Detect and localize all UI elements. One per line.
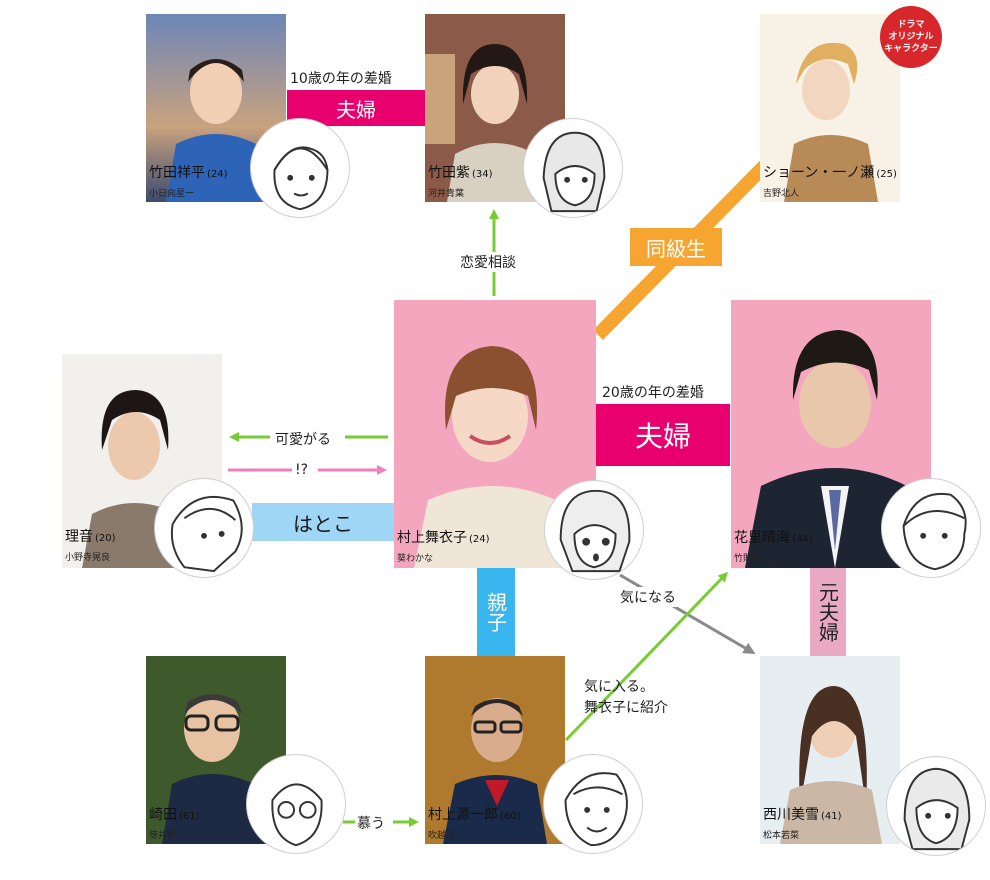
name-maiko: 村上舞衣子(24) <box>397 530 490 546</box>
name-miyuki: 西川美雪(41) <box>763 807 842 823</box>
actor-shawn: 吉野北人 <box>763 189 800 199</box>
main-couple-note: 20歳の年の差婚 <box>602 385 704 401</box>
drama-original-badge: ドラマオリジナルキャラクター <box>880 6 942 68</box>
card-sakita[interactable]: 崎田(61) 徳井優 <box>146 656 346 854</box>
name-rion: 理音(20) <box>65 529 116 545</box>
name-genichiro: 村上源一郎(60) <box>428 807 521 823</box>
photo-genichiro <box>425 656 565 844</box>
manga-sakita-icon <box>246 754 346 854</box>
hatoko-band: はとこ <box>252 503 394 541</box>
kiniiru-arrow <box>564 571 729 742</box>
actor-rion: 小野寺晃良 <box>65 553 111 563</box>
card-genichiro[interactable]: 村上源一郎(60) 吹越満 <box>425 656 643 854</box>
card-yukari[interactable]: 竹田紫(34) 河井青葉 <box>425 14 623 218</box>
card-maiko[interactable]: 村上舞衣子(24) 葵わかな <box>394 300 644 580</box>
manga-shohei-icon <box>250 118 350 218</box>
manga-harumi-icon <box>881 478 981 578</box>
oyako-band: 親子 <box>477 568 515 656</box>
actor-yukari: 河井青葉 <box>428 189 465 199</box>
actor-sakita: 徳井優 <box>149 831 177 841</box>
top-couple-band: 夫婦 <box>287 90 425 126</box>
manga-yukari-icon <box>523 118 623 218</box>
name-sakita: 崎田(61) <box>149 807 200 823</box>
manga-genichiro-icon <box>543 754 643 854</box>
actor-miyuki: 松本若菜 <box>763 831 800 841</box>
kiniiru-label-1: 気に入る。 <box>584 679 654 695</box>
card-shohei[interactable]: 竹田祥平(24) 小日向星一 <box>146 14 350 218</box>
card-miyuki[interactable]: 西川美雪(41) 松本若菜 <box>760 656 986 856</box>
question-label: !? <box>295 462 309 478</box>
photo-shawn <box>760 14 900 202</box>
kiniiru-label-2: 舞衣子に紹介 <box>584 700 668 716</box>
card-shawn[interactable]: ショーン・一ノ瀬(25) 吉野北人 <box>760 14 900 202</box>
consult-label: 恋愛相談 <box>458 252 518 272</box>
name-yukari: 竹田紫(34) <box>428 165 493 181</box>
name-shawn: ショーン・一ノ瀬(25) <box>763 165 897 181</box>
actor-genichiro: 吹越満 <box>428 831 456 841</box>
photo-yukari <box>425 14 565 202</box>
card-rion[interactable]: 理音(20) 小野寺晃良 <box>62 354 254 578</box>
actor-shohei: 小日向星一 <box>149 189 195 199</box>
photo-miyuki <box>760 656 900 844</box>
motofufu-band: 元夫婦 <box>810 568 846 656</box>
photo-maiko <box>394 300 596 568</box>
shitau-label: 慕う <box>357 816 385 832</box>
name-harumi: 花里晴海(44) <box>734 530 813 546</box>
manga-miyuki-icon <box>886 756 986 856</box>
actor-harumi: 竹財輝之助 <box>734 554 780 564</box>
actor-maiko: 葵わかな <box>397 554 434 564</box>
top-couple-note: 10歳の年の差婚 <box>290 71 392 87</box>
card-harumi[interactable]: 花里晴海(44) 竹財輝之助 <box>731 300 981 578</box>
photo-sakita <box>146 656 286 844</box>
main-couple-band: 夫婦 <box>596 404 730 466</box>
kininaru-label: 気になる <box>618 587 678 607</box>
classmate-badge: 同級生 <box>630 228 722 266</box>
name-shohei: 竹田祥平(24) <box>149 165 228 181</box>
kawaigaru-label: 可愛がる <box>275 432 331 448</box>
manga-maiko-icon <box>544 480 644 580</box>
manga-rion-icon <box>154 478 254 578</box>
